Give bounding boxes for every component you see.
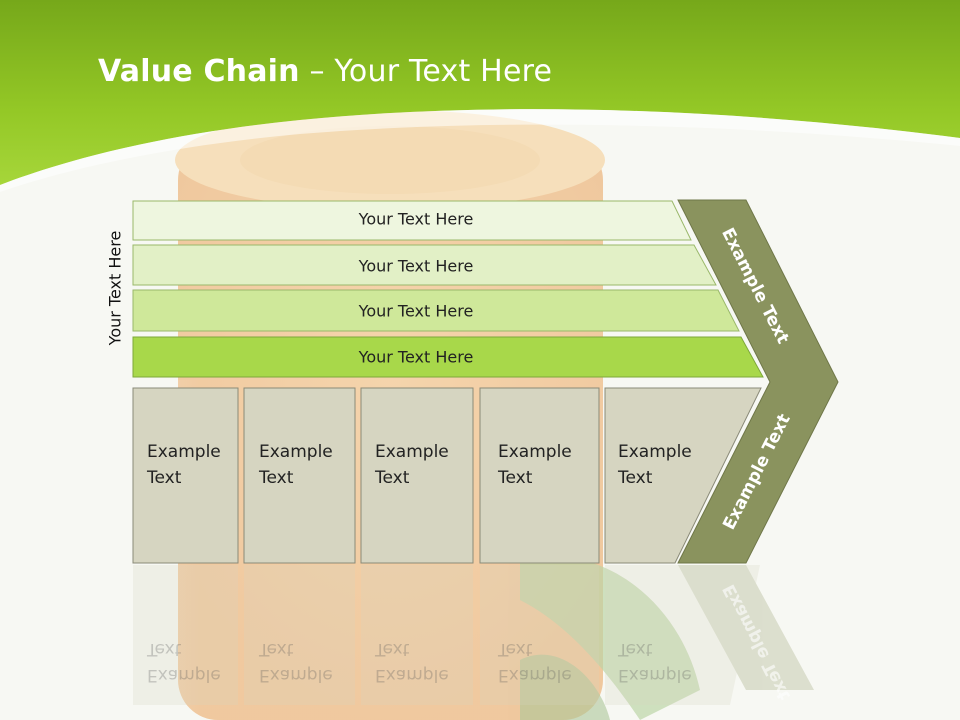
column-2-reflection: Example Text: [259, 636, 333, 688]
bar-1[interactable]: [132, 200, 692, 241]
column-2[interactable]: [243, 387, 356, 564]
column-1-reflection-line1: Example: [147, 665, 221, 685]
column-3-reflection-line1: Example: [375, 665, 449, 685]
column-2-line2: Text: [259, 468, 294, 488]
bar-4-label: Your Text Here: [358, 347, 474, 367]
bar-3[interactable]: [132, 289, 740, 332]
column-3-line1: Example: [375, 442, 449, 462]
column-5-line1: Example: [618, 442, 692, 462]
column-4-line2: Text: [498, 468, 533, 488]
bar-2-label: Your Text Here: [358, 256, 474, 276]
column-2-reflection-line2: Text: [259, 639, 294, 659]
title-rest: – Your Text Here: [299, 54, 553, 89]
bar-2[interactable]: [132, 244, 717, 286]
column-5[interactable]: [604, 387, 762, 564]
bar-1-label: Your Text Here: [358, 209, 474, 229]
column-3-reflection: Example Text: [375, 636, 449, 688]
title-bold: Value Chain: [98, 54, 300, 89]
column-5-line2: Text: [618, 468, 653, 488]
column-1-label: Example Text: [147, 439, 221, 491]
column-3-reflection-line2: Text: [375, 639, 410, 659]
column-4-line1: Example: [498, 442, 572, 462]
column-5-label: Example Text: [618, 439, 692, 491]
column-5-reflection: Example Text: [618, 636, 692, 688]
chevron-arrow[interactable]: [677, 199, 839, 564]
slide-title: Value Chain – Your Text Here: [98, 54, 552, 89]
column-2-line1: Example: [259, 442, 333, 462]
column-2-reflection-line1: Example: [259, 665, 333, 685]
column-3-line2: Text: [375, 468, 410, 488]
column-4-reflection-line1: Example: [498, 665, 572, 685]
column-2-label: Example Text: [259, 439, 333, 491]
column-1-reflection-line2: Text: [147, 639, 182, 659]
column-5-reflection-line1: Example: [618, 665, 692, 685]
bar-3-label: Your Text Here: [358, 301, 474, 321]
column-3[interactable]: [360, 387, 474, 564]
reflection-group: [133, 565, 814, 705]
column-1-reflection: Example Text: [147, 636, 221, 688]
column-4[interactable]: [479, 387, 600, 564]
column-4-reflection: Example Text: [498, 636, 572, 688]
bar-4[interactable]: [132, 336, 764, 378]
column-4-reflection-line2: Text: [498, 639, 533, 659]
column-1-line1: Example: [147, 442, 221, 462]
column-1-line2: Text: [147, 468, 182, 488]
column-3-label: Example Text: [375, 439, 449, 491]
column-5-reflection-line2: Text: [618, 639, 653, 659]
column-1[interactable]: [132, 387, 239, 564]
column-4-label: Example Text: [498, 439, 572, 491]
